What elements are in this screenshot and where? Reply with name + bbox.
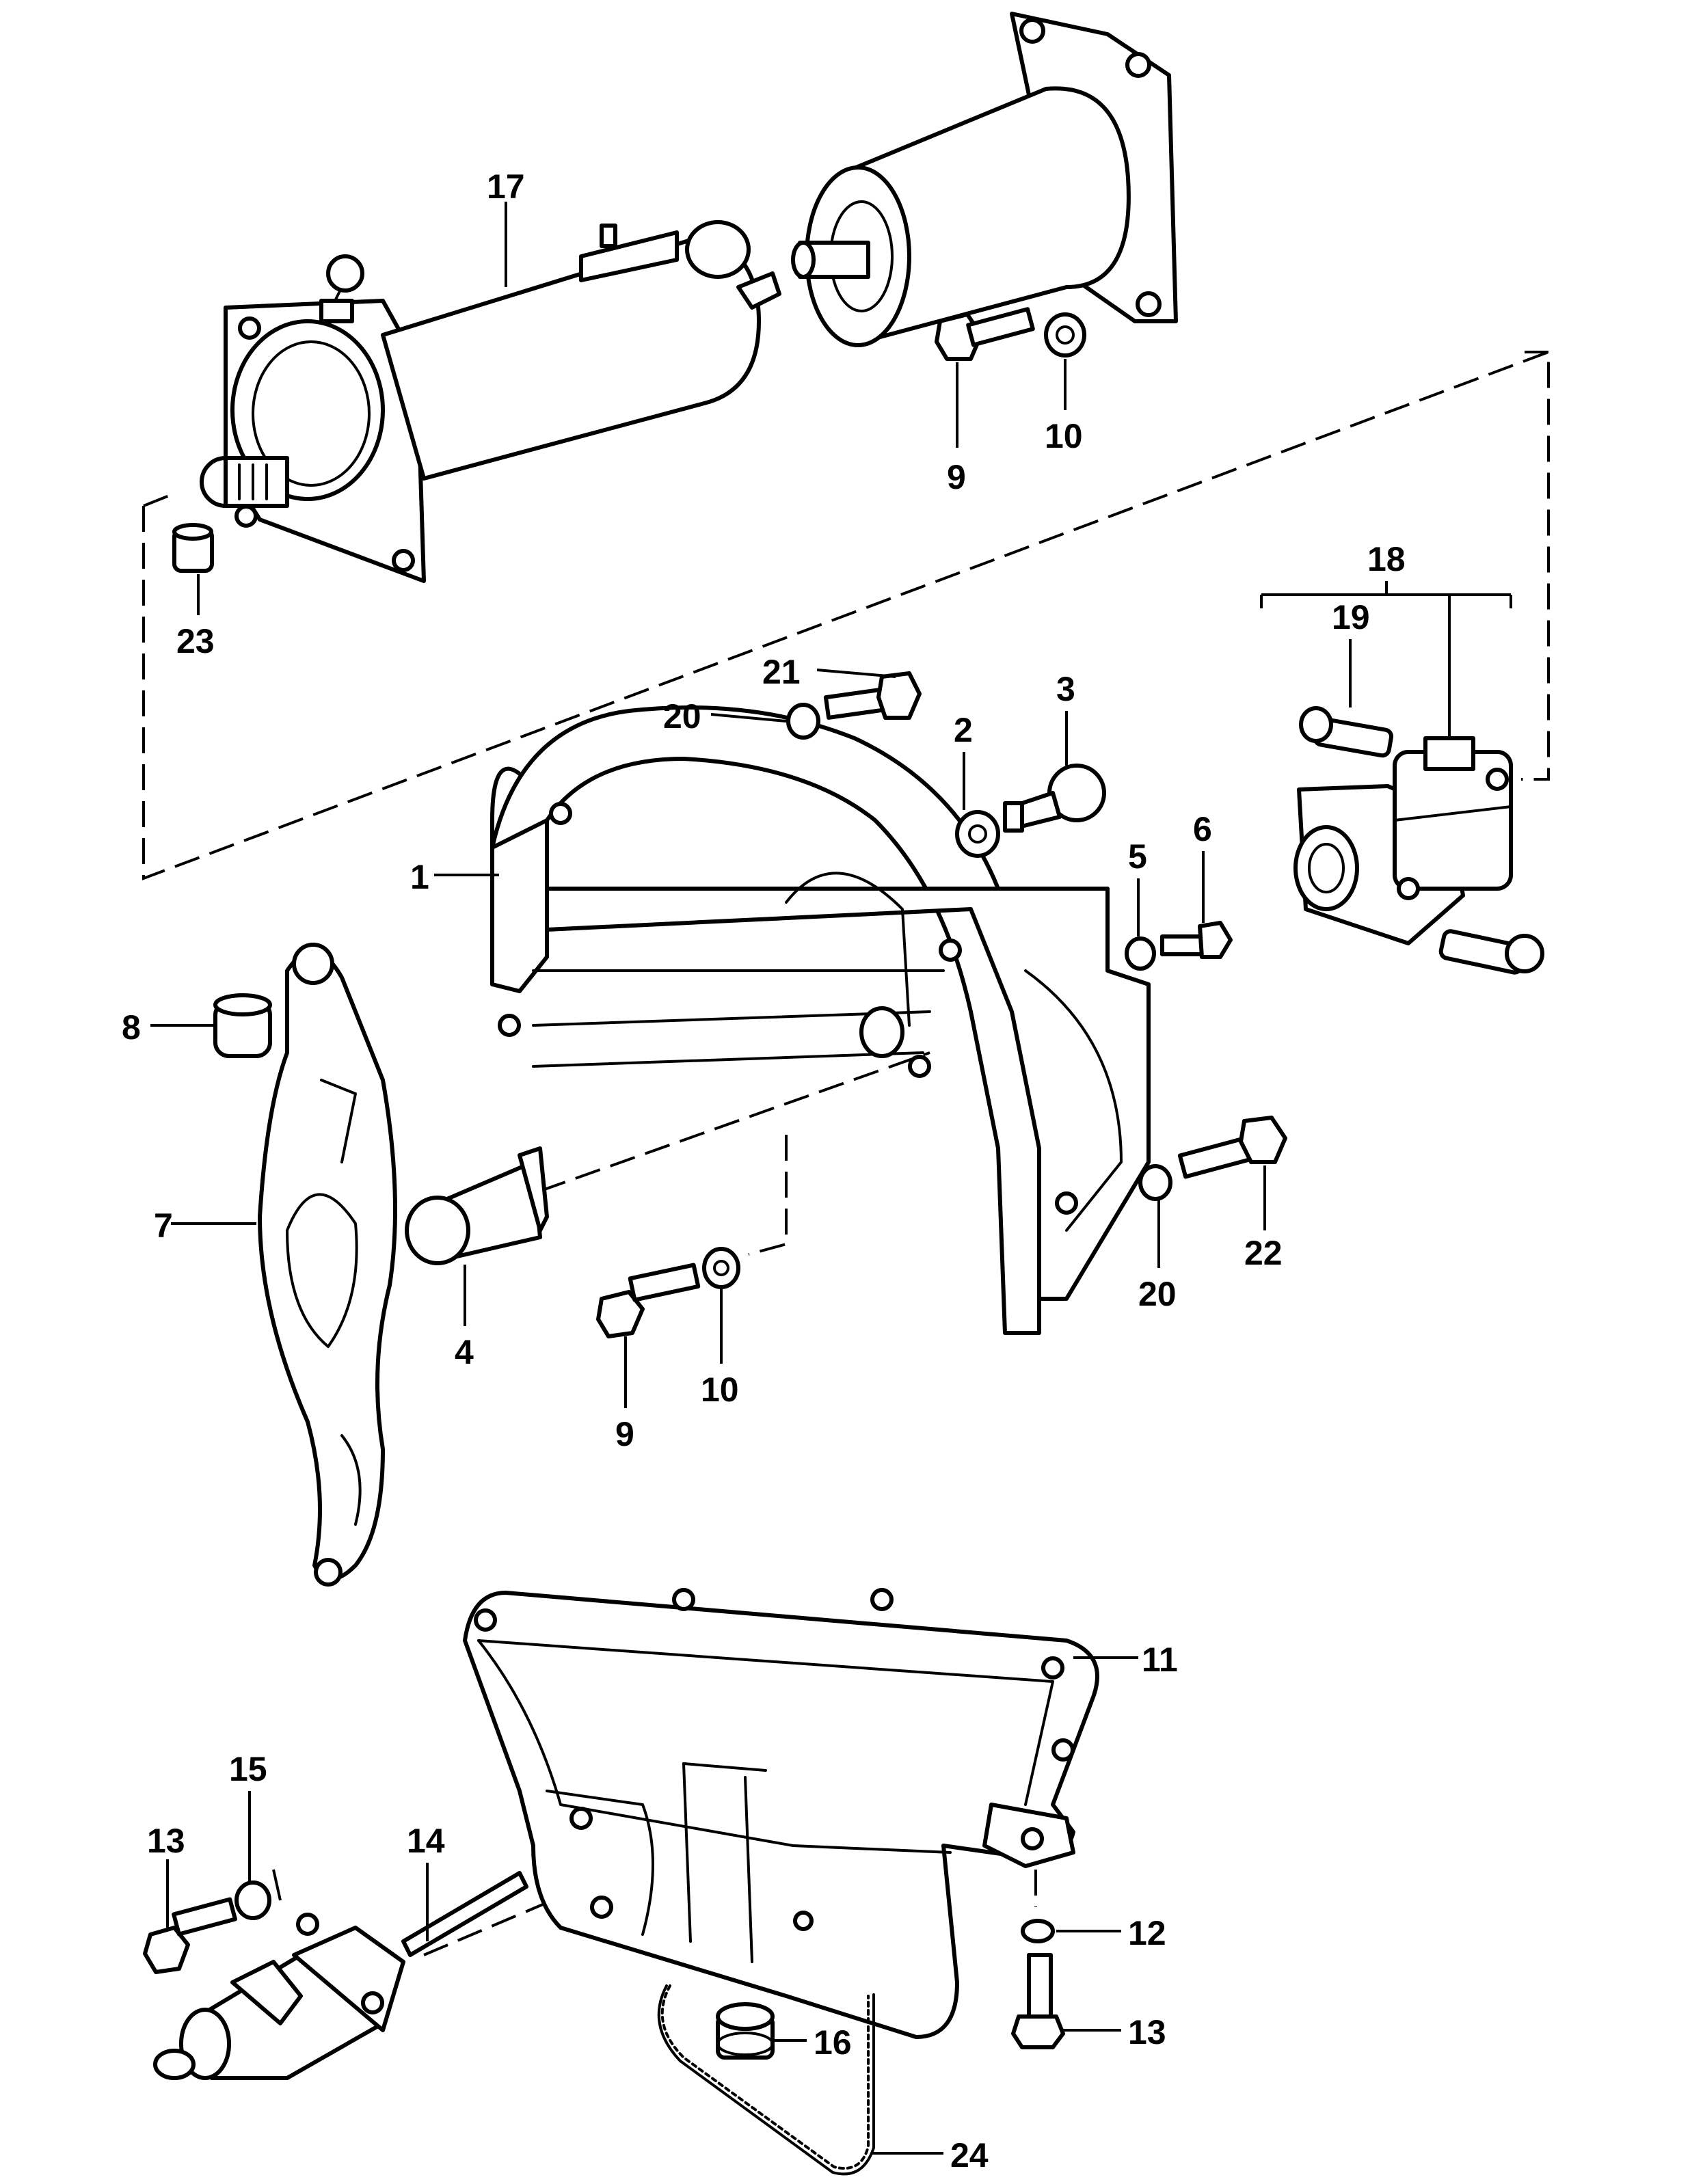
callout-6: 6 xyxy=(1193,810,1212,848)
callout-9-top: 9 xyxy=(947,458,966,496)
bushing-8 xyxy=(213,993,272,1058)
bolt-13-right xyxy=(1011,1953,1065,2049)
callout-23: 23 xyxy=(176,622,215,660)
callout-21: 21 xyxy=(762,653,801,691)
callout-11: 11 xyxy=(1142,1641,1178,1679)
starter-motor xyxy=(200,220,781,583)
starter-housing xyxy=(791,12,1178,347)
washer-5 xyxy=(1125,936,1156,971)
washer-2 xyxy=(955,810,1000,858)
callout-13-left: 13 xyxy=(147,1822,185,1860)
callout-17: 17 xyxy=(487,167,525,206)
washer-20-right xyxy=(1138,1164,1172,1201)
callout-18: 18 xyxy=(1367,540,1406,578)
bolt-21 xyxy=(823,671,922,720)
washer-20-top xyxy=(786,703,820,740)
callout-5: 5 xyxy=(1128,837,1147,876)
washer-10-top xyxy=(1044,312,1086,358)
release-fork-7 xyxy=(258,943,397,1587)
callout-8: 8 xyxy=(122,1008,141,1047)
callout-4: 4 xyxy=(455,1333,474,1371)
bolt-22 xyxy=(1177,1116,1287,1179)
callout-2: 2 xyxy=(954,711,973,749)
bushing-23 xyxy=(172,523,214,573)
callout-20-right: 20 xyxy=(1138,1275,1177,1313)
screw-6 xyxy=(1160,921,1233,959)
slave-cylinder-assembly xyxy=(1293,736,1513,945)
callout-10-top: 10 xyxy=(1045,417,1083,455)
washer-12 xyxy=(1021,1919,1055,1943)
callout-10-mid: 10 xyxy=(701,1371,739,1409)
gasket-24 xyxy=(657,1984,875,2176)
cylinder-14 xyxy=(153,1871,528,2080)
callout-13-right: 13 xyxy=(1128,2013,1166,2051)
callout-1: 1 xyxy=(410,858,429,896)
ball-stud-3 xyxy=(1003,764,1106,833)
callout-7: 7 xyxy=(154,1206,173,1245)
bolt-13-left xyxy=(143,1897,237,1974)
callout-15: 15 xyxy=(229,1750,267,1788)
callout-3: 3 xyxy=(1056,670,1075,708)
callout-19: 19 xyxy=(1332,598,1370,636)
washer-10-mid xyxy=(702,1247,740,1289)
bolt-9-top xyxy=(935,307,1035,361)
callout-24: 24 xyxy=(950,2136,989,2174)
assembly-dash-lines xyxy=(142,350,1550,1956)
oil-pan-11 xyxy=(463,1588,1099,2039)
callout-12: 12 xyxy=(1128,1914,1166,1952)
callout-labels: 17 9 10 23 18 19 21 20 3 2 5 6 1 8 7 4 9… xyxy=(122,167,1406,2174)
guide-tube-4 xyxy=(405,1146,549,1265)
leader-lines xyxy=(150,202,1512,2155)
bolt-19-upper xyxy=(1299,706,1394,758)
callout-9-mid: 9 xyxy=(615,1415,634,1453)
bolt-19-lower xyxy=(1438,929,1544,975)
callout-20-top: 20 xyxy=(663,697,701,736)
drain-plug-16 xyxy=(716,2002,775,2060)
clutch-housing xyxy=(490,705,1151,1335)
bolt-9-mid xyxy=(596,1263,701,1338)
callout-22: 22 xyxy=(1244,1234,1283,1272)
callout-14: 14 xyxy=(407,1822,445,1860)
callout-16: 16 xyxy=(814,2023,852,2062)
washer-15 xyxy=(234,1880,271,1920)
